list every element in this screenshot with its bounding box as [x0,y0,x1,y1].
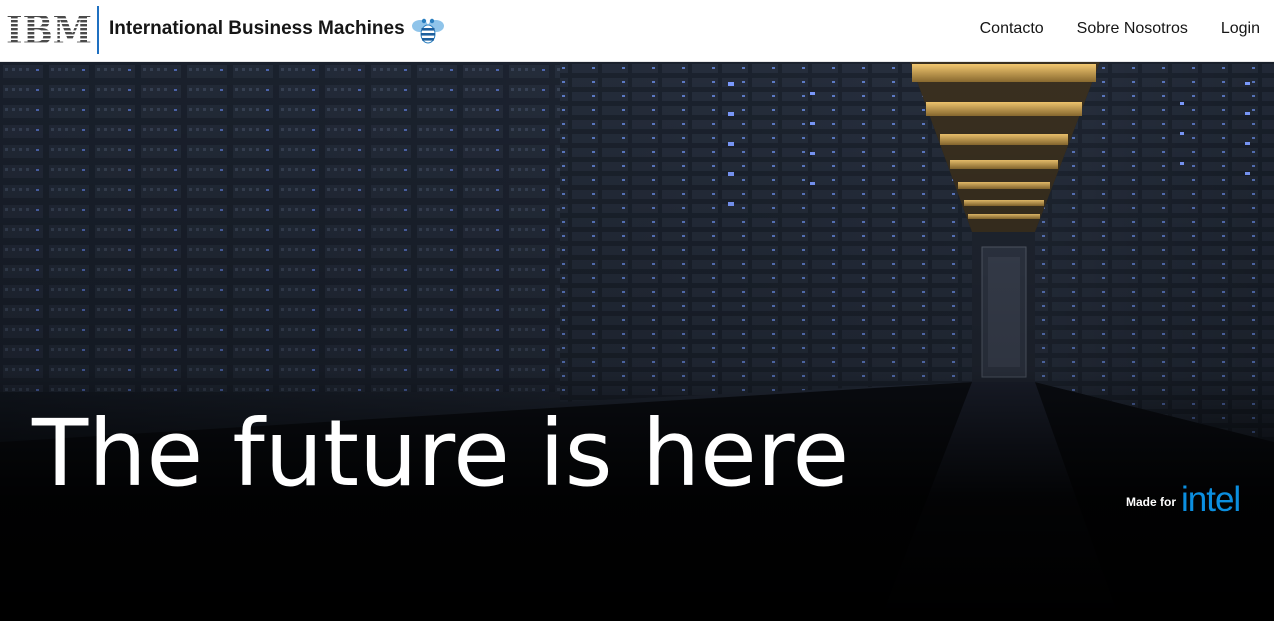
nav-sobre-nosotros[interactable]: Sobre Nosotros [1076,20,1188,37]
header-divider [97,6,99,54]
main-nav: Contacto Sobre Nosotros Login [980,20,1260,38]
ibm-logo[interactable]: IBM [6,8,92,50]
bee-icon [410,15,446,47]
server-room-image [0,62,1274,621]
nav-contacto[interactable]: Contacto [979,20,1044,37]
site-header: IBM International Business Machines Cont… [0,0,1274,62]
ibm-logo-icon: IBM [6,8,92,50]
made-for-label: Made for [1126,495,1177,509]
nav-login[interactable]: Login [1220,20,1260,37]
brand-name[interactable]: International Business Machines [109,18,405,39]
hero-banner: The future is here Made for intel [0,62,1274,621]
hero-headline: The future is here [32,400,850,507]
intel-logo: intel [1181,480,1241,519]
